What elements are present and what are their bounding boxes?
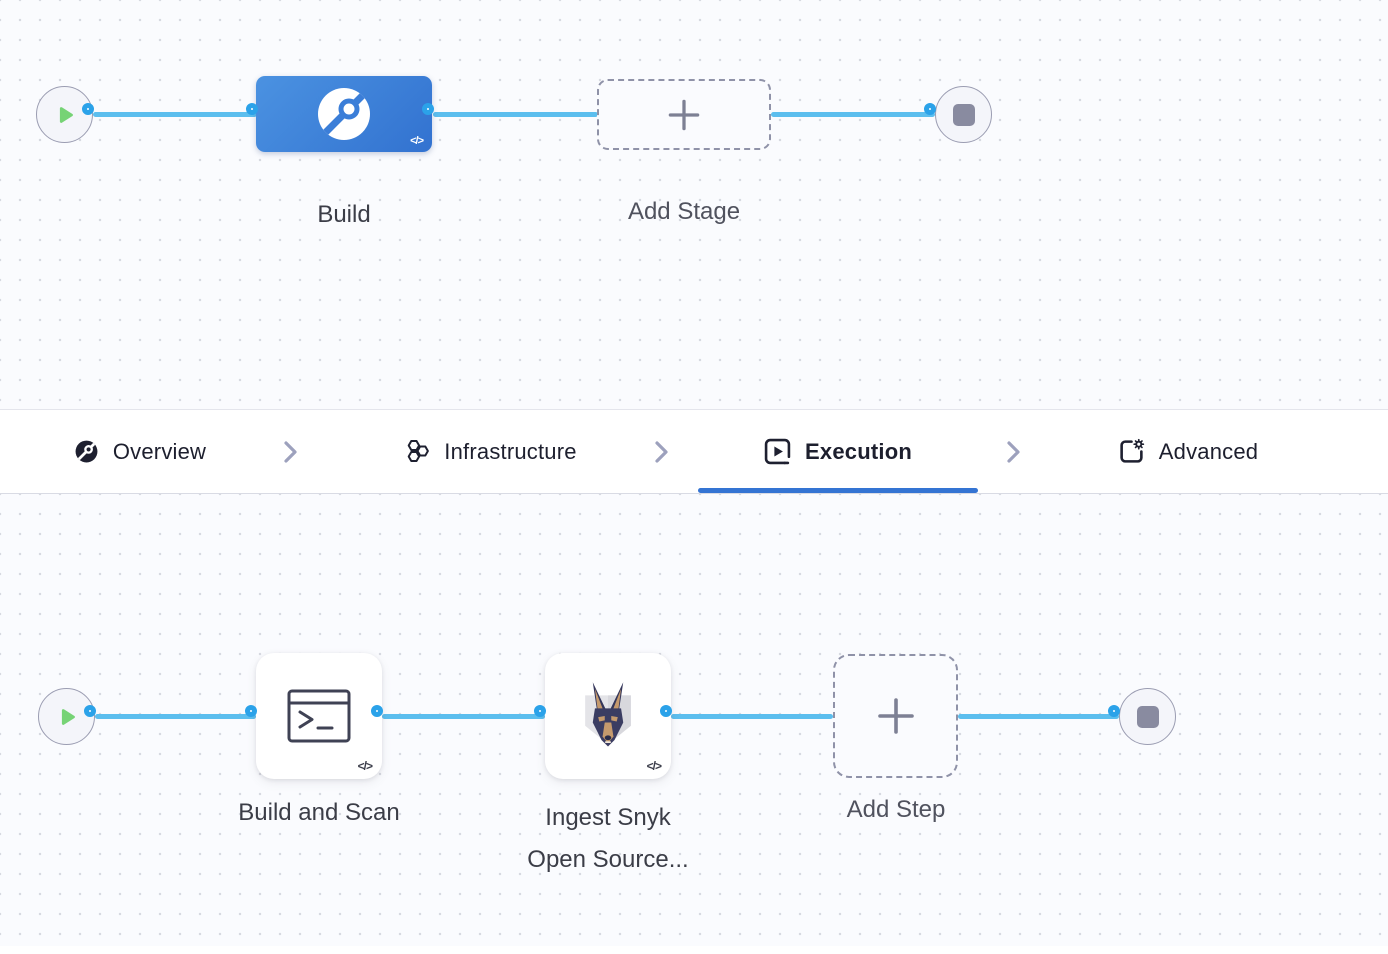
add-stage-label: Add Stage — [627, 198, 741, 225]
tab-label: Execution — [805, 438, 912, 464]
stage-detail-tab-bar: Overview Infrastructure Execution — [0, 409, 1388, 494]
stop-icon — [1136, 705, 1159, 728]
execution-step-canvas[interactable]: </> </> Build and Scan — [0, 494, 1388, 946]
ingest-snyk-step-node[interactable]: </> — [545, 653, 671, 779]
active-tab-underline — [698, 488, 978, 493]
step-name-line2: Open Source... — [527, 846, 689, 873]
build-stage-node[interactable]: </> — [256, 76, 432, 152]
ci-build-stage-icon — [318, 88, 370, 140]
overview-icon — [75, 440, 98, 463]
tab-label: Advanced — [1158, 438, 1259, 464]
flow-line — [958, 714, 1119, 719]
connector-point[interactable] — [245, 705, 257, 717]
flow-line — [93, 112, 257, 117]
pipeline-end-node — [935, 86, 992, 143]
code-icon: </> — [646, 759, 662, 773]
plus-icon — [877, 698, 914, 734]
plus-icon — [668, 99, 700, 130]
code-icon: </> — [410, 135, 424, 147]
stage-flow-canvas[interactable]: </> Build Add Stage — [0, 0, 1388, 409]
flow-line — [95, 714, 256, 719]
step-name-label: Build and Scan — [238, 799, 400, 826]
chevron-right-icon — [993, 410, 1033, 493]
footer-strip — [0, 946, 1388, 954]
steps-start-node — [38, 688, 95, 745]
connector-point[interactable] — [534, 705, 546, 717]
flow-line — [433, 112, 598, 117]
play-icon — [61, 708, 75, 725]
steps-end-node — [1119, 688, 1176, 745]
step-name-label: Ingest Snyk Open Source... — [508, 797, 708, 881]
connector-point[interactable] — [422, 103, 434, 115]
build-and-scan-step-node[interactable]: </> — [256, 653, 382, 779]
step-name-line1: Ingest Snyk — [545, 804, 671, 831]
add-step-label: Add Step — [846, 796, 946, 823]
flow-line — [771, 112, 935, 117]
tab-advanced[interactable]: Advanced — [1048, 410, 1328, 493]
advanced-icon — [1120, 438, 1144, 463]
run-step-terminal-icon — [287, 689, 351, 743]
code-icon: </> — [357, 759, 373, 773]
connector-point[interactable] — [82, 103, 94, 115]
connector-point[interactable] — [371, 705, 383, 717]
chevron-right-icon — [270, 410, 310, 493]
stop-icon — [952, 103, 975, 126]
add-stage-button[interactable] — [597, 79, 771, 150]
connector-point[interactable] — [660, 705, 672, 717]
tab-infrastructure[interactable]: Infrastructure — [349, 410, 629, 493]
snyk-doberman-icon — [585, 682, 631, 747]
connector-point[interactable] — [246, 103, 258, 115]
infrastructure-icon — [407, 439, 430, 462]
flow-line — [382, 714, 545, 719]
tab-execution[interactable]: Execution — [698, 410, 978, 493]
play-icon — [59, 106, 73, 123]
add-step-button[interactable] — [833, 654, 958, 778]
tab-label: Overview — [112, 438, 207, 464]
execution-icon — [764, 438, 791, 465]
tab-overview[interactable]: Overview — [0, 410, 280, 493]
connector-point[interactable] — [924, 103, 936, 115]
connector-point[interactable] — [84, 705, 96, 717]
chevron-right-icon — [641, 410, 681, 493]
tab-label: Infrastructure — [444, 438, 577, 464]
connector-point[interactable] — [1108, 705, 1120, 717]
flow-line — [671, 714, 833, 719]
stage-name-label: Build — [317, 201, 371, 228]
pipeline-start-node — [36, 86, 93, 143]
